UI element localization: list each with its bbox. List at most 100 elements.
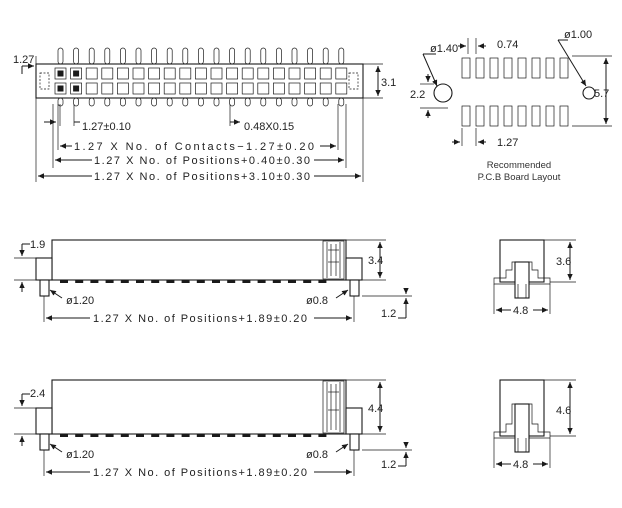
side-view-2-dim-offset: 1.2 [381, 459, 396, 471]
side-view-2: 2.4 4.4 1.2 ø1.20 ø0.8 1.27 X No. of Pos… [14, 379, 412, 479]
pcb-pad-upper [517, 57, 527, 79]
pcb-pad-lower [489, 105, 499, 127]
side-view-1-pins [60, 280, 327, 283]
top-pin-upper [244, 47, 251, 65]
top-pin-lower [260, 97, 267, 107]
side-view-2-left-post [35, 407, 53, 435]
top-pin-lower [120, 97, 126, 107]
pcb-hole-left [433, 83, 453, 103]
contact-cell [179, 82, 192, 95]
side-view-2-left-peg [39, 433, 50, 451]
top-pin-lower [151, 97, 157, 107]
side-view-1-dim-length: 1.27 X No. of Positions+1.89±0.20 [93, 313, 307, 325]
side-view-1-left-peg [39, 279, 50, 297]
pcb-dim-pad-width: 0.74 [497, 39, 518, 51]
top-pin-lower [198, 97, 204, 107]
side-pin [181, 280, 190, 283]
contact-cell [148, 67, 160, 80]
side-view-1-housing [51, 239, 347, 281]
contact-mark [57, 70, 64, 77]
side-pin [60, 280, 68, 283]
contact-cell [335, 67, 348, 80]
contact-cell [288, 67, 301, 80]
contact-cell [335, 82, 348, 95]
contact-cell [226, 67, 238, 80]
top-pin-upper [57, 47, 64, 65]
top-pin-upper [73, 47, 79, 65]
contact-cell [288, 82, 301, 95]
top-view-contact-cells [54, 67, 348, 95]
side-pin [257, 434, 266, 437]
contact-cell [241, 67, 254, 80]
top-view-dim-positions-b: 1.27 X No. of Positions+3.10±0.30 [94, 171, 310, 183]
end-view-1: 3.6 4.8 [493, 239, 576, 317]
top-pin-upper [88, 47, 95, 65]
side-pin [303, 434, 312, 437]
side-pin [257, 280, 266, 283]
top-view-dim-pitch-edge: 1.27 [13, 54, 34, 66]
end-view-1-dim-width: 4.8 [513, 305, 528, 317]
top-pin-upper [229, 47, 235, 65]
pcb-dim-hole-left: ø1.40 [430, 43, 458, 55]
pcb-pads [461, 57, 569, 127]
side-view-1-dim-height: 3.4 [368, 255, 383, 267]
contact-cell [54, 67, 67, 80]
side-pin [242, 434, 251, 437]
pcb-pad-upper [461, 57, 471, 79]
side-view-1-dim-right-peg: ø0.8 [306, 295, 328, 307]
side-view-2-dim-left-peg: ø1.20 [66, 449, 94, 461]
end-view-1-peg [514, 261, 530, 299]
top-pin-lower [88, 97, 95, 107]
top-pin-upper [260, 47, 267, 65]
side-view-2-contact-section [322, 380, 345, 434]
side-view-2-housing [51, 379, 347, 435]
contact-cell [257, 82, 270, 95]
side-pin [196, 280, 205, 283]
contact-cell [85, 82, 98, 95]
top-pin-upper [338, 47, 345, 65]
side-view-1-right-peg [349, 279, 360, 297]
top-pin-upper [198, 47, 204, 65]
pcb-pad-lower [531, 105, 541, 127]
top-pin-upper [135, 47, 142, 65]
top-view-housing [35, 63, 364, 99]
side-pin [120, 280, 129, 283]
end-view-1-dim-height: 3.6 [556, 256, 571, 268]
top-view-dim-pin-size: 0.48X0.15 [244, 121, 294, 133]
top-view: 1.27 3.1 1.27±0.10 0.48X0.15 1.27 X No. … [13, 47, 396, 183]
side-view-2-dim-height: 4.4 [368, 403, 383, 415]
contact-mark [57, 85, 64, 92]
top-view-dim-positions-a: 1.27 X No. of Positions+0.40±0.30 [94, 155, 310, 167]
contact-cell [85, 67, 98, 80]
side-pin [75, 280, 84, 283]
side-pin [75, 434, 84, 437]
contact-cell [117, 82, 129, 95]
pcb-pad-upper [559, 57, 569, 79]
top-pin-lower [213, 97, 220, 107]
top-pin-lower [166, 97, 173, 107]
top-pin-upper [120, 47, 126, 65]
contact-cell [163, 67, 176, 80]
contact-cell [179, 67, 192, 80]
top-pin-lower [291, 97, 298, 107]
side-pin [105, 280, 114, 283]
contact-cell [148, 82, 160, 95]
top-pin-lower [322, 97, 329, 107]
pcb-pad-lower [517, 105, 527, 127]
pcb-pad-lower [559, 105, 569, 127]
top-pin-lower [229, 97, 235, 107]
pcb-pad-upper [531, 57, 541, 79]
side-pin [212, 280, 220, 283]
contact-cell [70, 82, 82, 95]
top-pin-upper [104, 47, 111, 65]
side-pin [181, 434, 190, 437]
top-pin-lower [338, 97, 345, 107]
side-view-1-contact-section [322, 240, 345, 280]
pcb-pad-lower [475, 105, 485, 127]
contact-cell [273, 67, 285, 80]
side-view-2-pins [60, 434, 327, 437]
end-view-2: 4.6 4.8 [493, 379, 576, 471]
top-pin-lower [135, 97, 142, 107]
side-pin [227, 280, 236, 283]
end-view-2-flange [493, 403, 551, 439]
